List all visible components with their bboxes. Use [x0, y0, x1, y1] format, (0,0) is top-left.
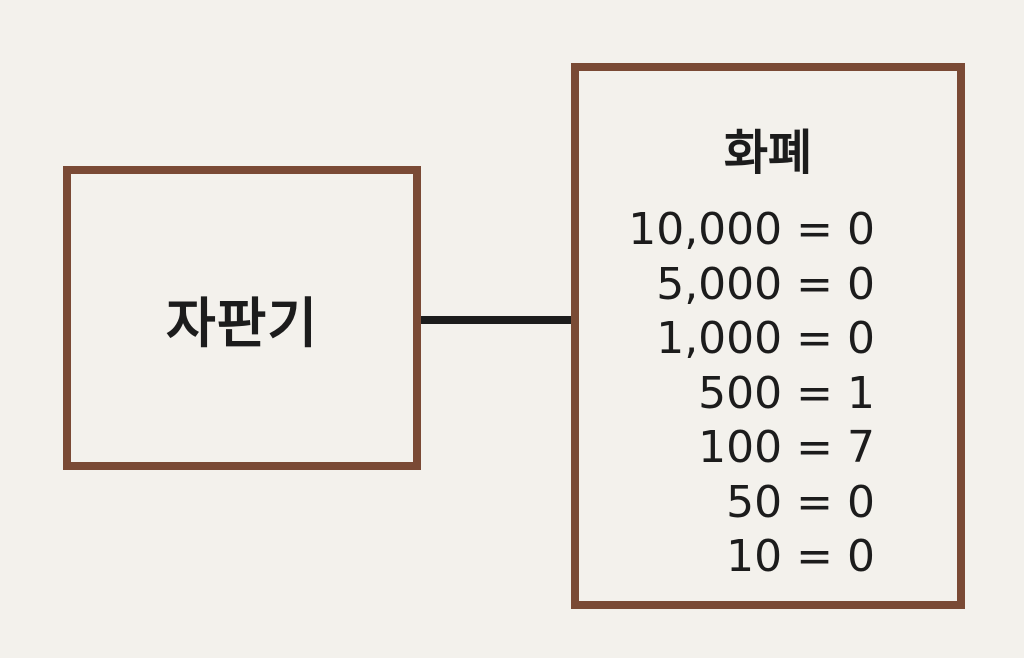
- currency-node: 화폐 10,000 = 0 5,000 = 0 1,000 = 0 500 = …: [571, 63, 965, 609]
- denomination-item: 500 = 1: [698, 367, 875, 419]
- denomination-item: 1,000 = 0: [656, 313, 875, 364]
- vending-machine-node: 자판기: [63, 166, 421, 470]
- denomination-item: 10 = 0: [726, 531, 875, 582]
- connector-line: [421, 316, 573, 324]
- denomination-item: 5,000 = 0: [656, 258, 875, 310]
- denomination-item: 10,000 = 0: [628, 204, 875, 255]
- denomination-item: 100 = 7: [698, 422, 875, 473]
- denomination-item: 50 = 0: [726, 476, 875, 528]
- vending-machine-label: 자판기: [165, 291, 319, 355]
- currency-title: 화폐: [723, 125, 813, 181]
- denomination-list: 10,000 = 0 5,000 = 0 1,000 = 0 500 = 1 1…: [628, 203, 875, 585]
